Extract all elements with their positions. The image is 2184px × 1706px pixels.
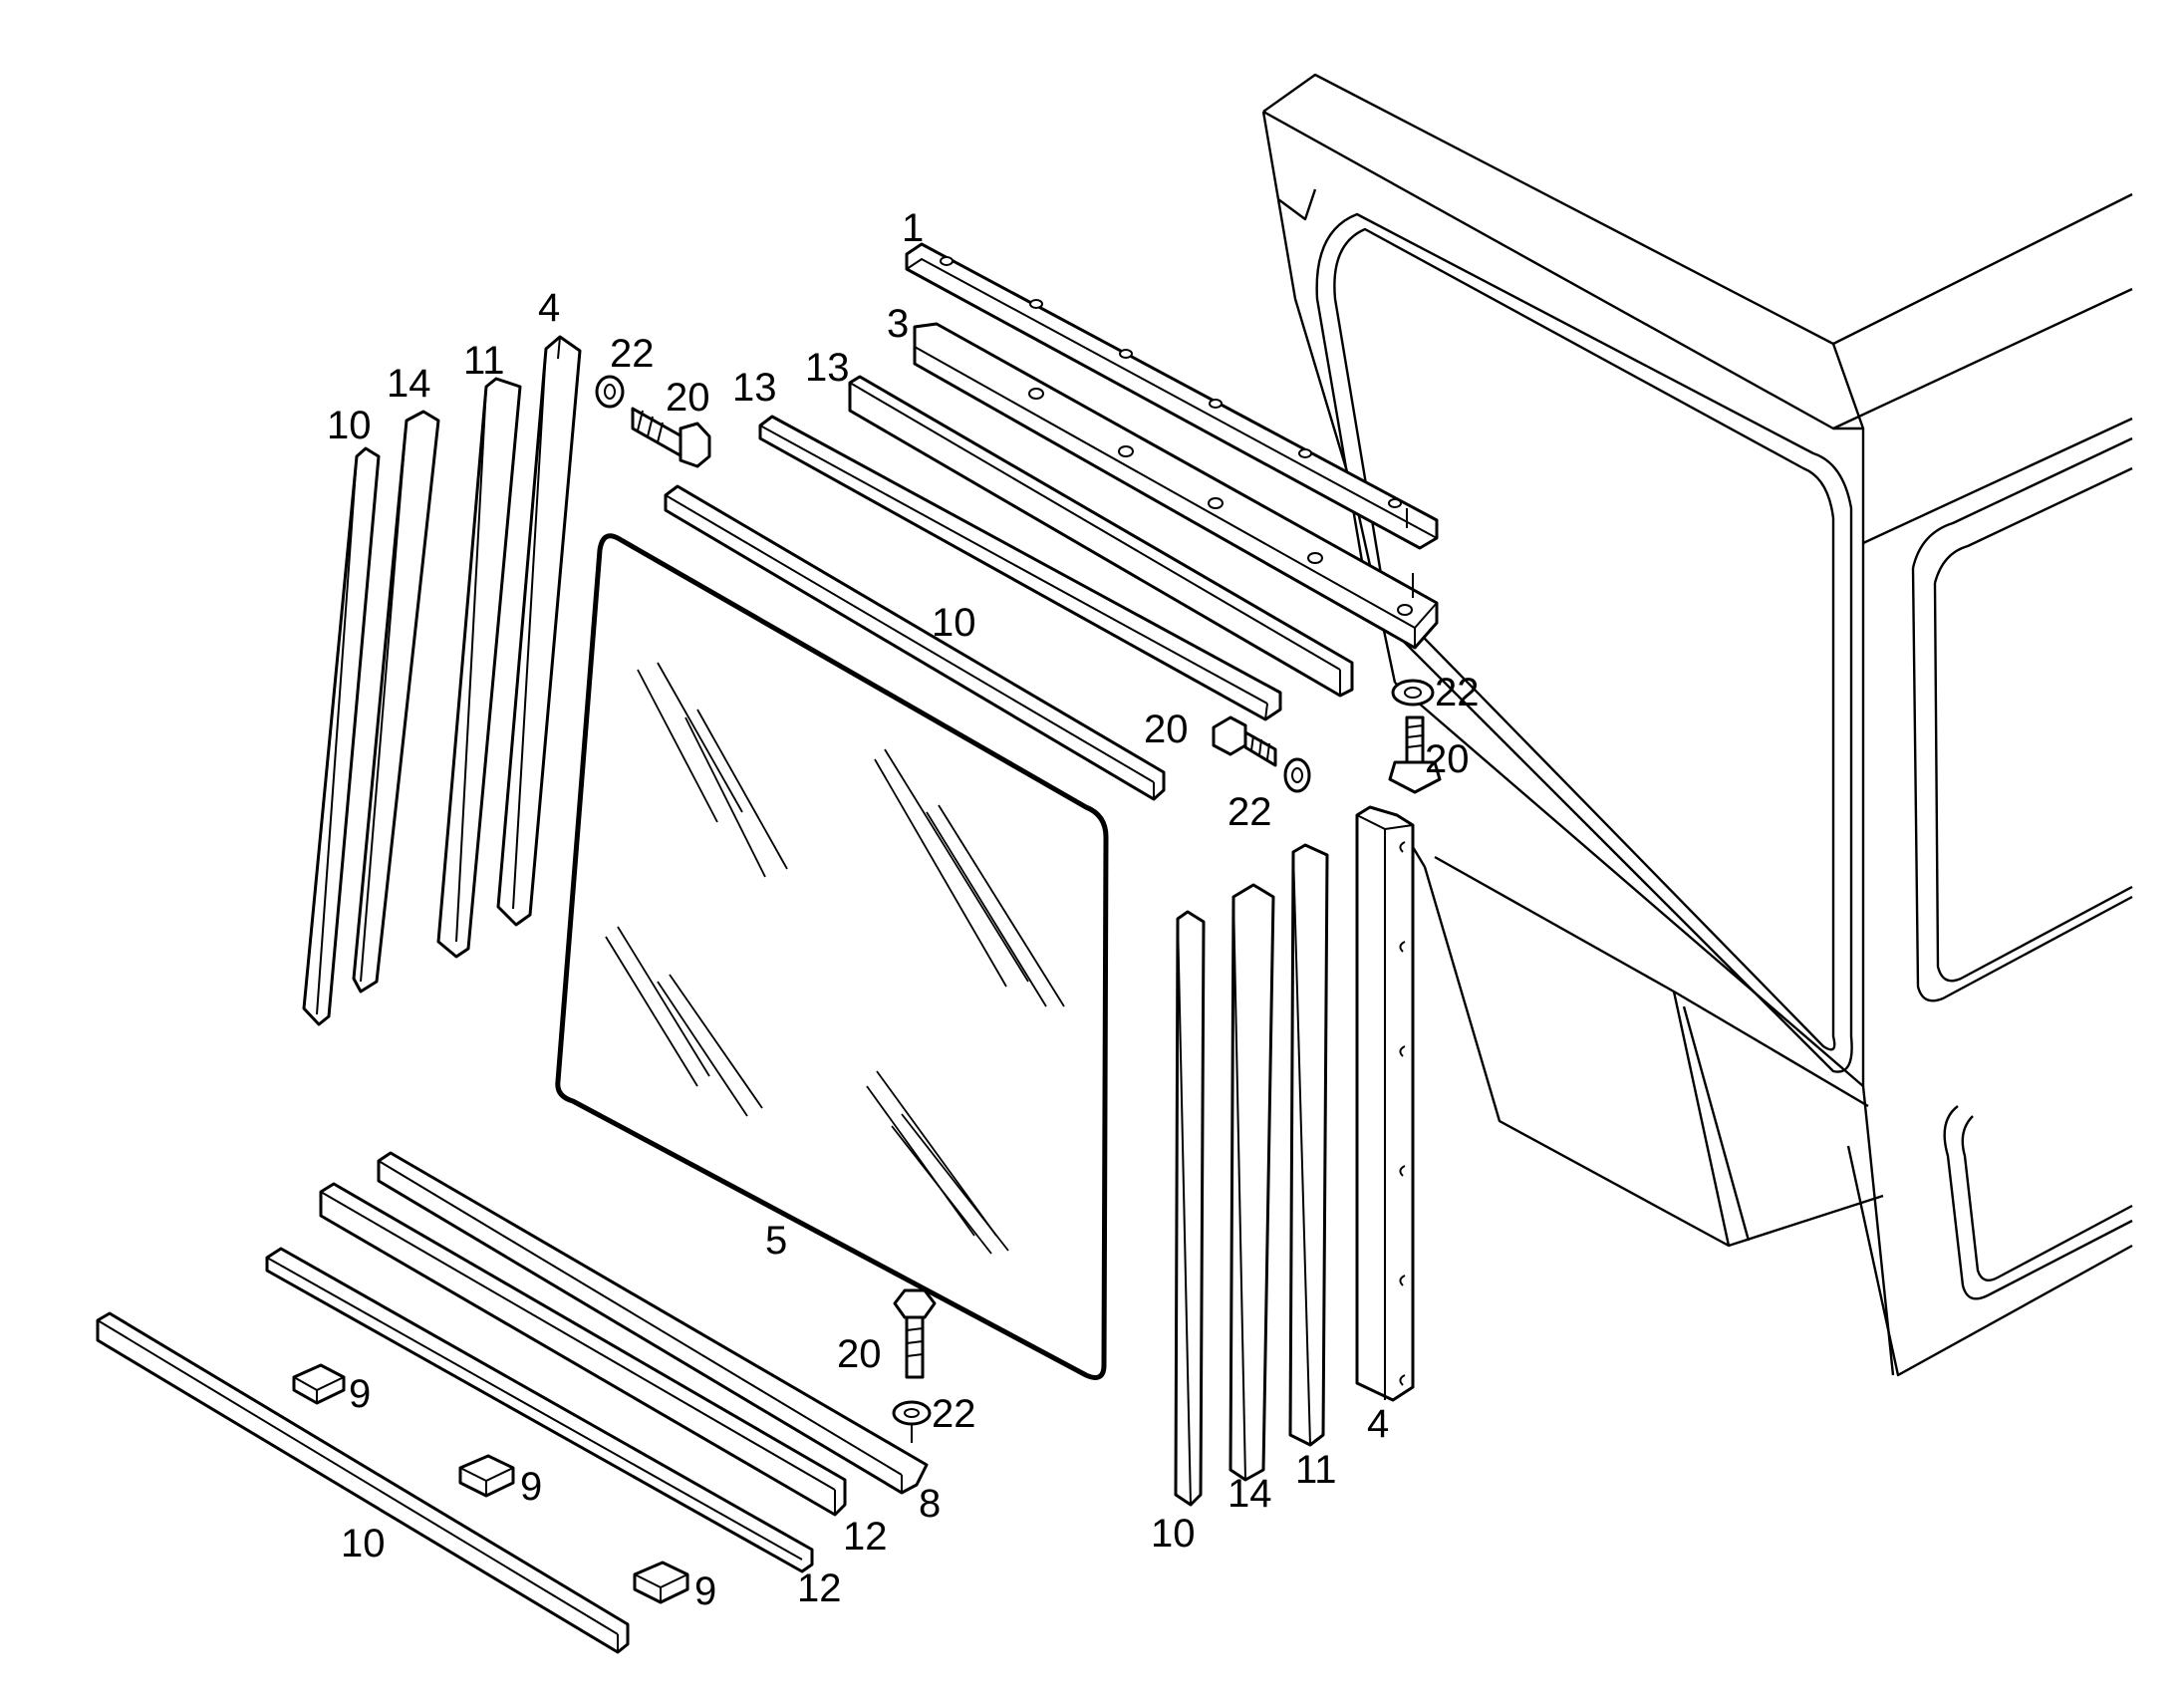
part-9-pad-a [292, 1363, 346, 1405]
callout-3: 3 [887, 302, 909, 346]
part-10-strip-left [302, 446, 381, 1026]
callout-5: 5 [765, 1219, 787, 1263]
part-20-bolt-middle [1212, 715, 1277, 767]
callout-13-b: 13 [805, 346, 850, 390]
part-12-bottom-strip-b [265, 1247, 814, 1573]
part-9-pad-c [633, 1561, 689, 1604]
callout-10-mid: 10 [932, 601, 976, 645]
part-13-seal-strip-b [758, 415, 1282, 721]
part-4-angle-left [496, 335, 582, 927]
callout-13-a: 13 [732, 366, 777, 410]
part-22-washer-top-left [595, 375, 625, 409]
cab-body [1261, 73, 2133, 1377]
callout-20-a: 20 [666, 376, 710, 420]
part-11-strip-right [1288, 843, 1329, 1447]
callout-22-d: 22 [932, 1392, 976, 1436]
callout-10-right: 10 [1151, 1512, 1196, 1556]
part-1-top-plate [905, 242, 1439, 550]
callout-14-right: 14 [1228, 1472, 1272, 1516]
callout-12-b: 12 [797, 1566, 842, 1610]
callout-20-b: 20 [1144, 708, 1189, 751]
callout-9-c: 9 [694, 1569, 716, 1613]
callout-9-a: 9 [349, 1372, 371, 1416]
callout-14-left: 14 [387, 362, 431, 406]
part-10-strip-top [664, 484, 1166, 801]
callout-12-a: 12 [843, 1515, 888, 1559]
callout-8: 8 [919, 1482, 941, 1526]
part-20-bolt-top-left [631, 407, 711, 468]
callout-10-bottom: 10 [341, 1522, 386, 1565]
part-22-washer-right [1391, 679, 1435, 707]
part-3-top-angle-rail [913, 322, 1439, 650]
callout-20-d: 20 [837, 1332, 882, 1376]
part-13-seal-strip-a [848, 375, 1354, 698]
part-14-strip-right [1228, 883, 1275, 1482]
part-4-angle-right [1355, 805, 1415, 1402]
part-14-strip-left [352, 410, 440, 994]
callout-10-left: 10 [327, 404, 372, 447]
part-8-bottom-angle [377, 1151, 929, 1495]
part-22-washer-bottom [892, 1400, 932, 1443]
part-20-bolt-bottom [893, 1288, 937, 1379]
part-10-bottom-strip [96, 1311, 630, 1654]
callout-1: 1 [902, 206, 924, 250]
callout-labels: 1 3 4 4 5 8 9 9 9 10 10 10 10 11 11 12 1… [327, 206, 1480, 1613]
callout-4-bottom: 4 [1367, 1402, 1389, 1446]
callout-4-top: 4 [538, 286, 560, 330]
callout-9-b: 9 [520, 1465, 542, 1509]
callout-22-b: 22 [1435, 671, 1480, 714]
part-22-washer-middle [1283, 757, 1311, 793]
part-5-glass-pane [555, 533, 1109, 1380]
part-9-pad-b [458, 1454, 515, 1498]
callout-11-right: 11 [1295, 1448, 1337, 1492]
callout-22-a: 22 [610, 332, 655, 376]
part-11-strip-left [436, 377, 522, 959]
callout-20-c: 20 [1425, 737, 1470, 781]
callout-22-c: 22 [1228, 790, 1272, 834]
part-20-bolt-right [1388, 715, 1442, 794]
part-12-bottom-strip-a [319, 1182, 847, 1517]
callout-11-left: 11 [463, 339, 505, 383]
part-10-strip-right [1174, 910, 1206, 1507]
